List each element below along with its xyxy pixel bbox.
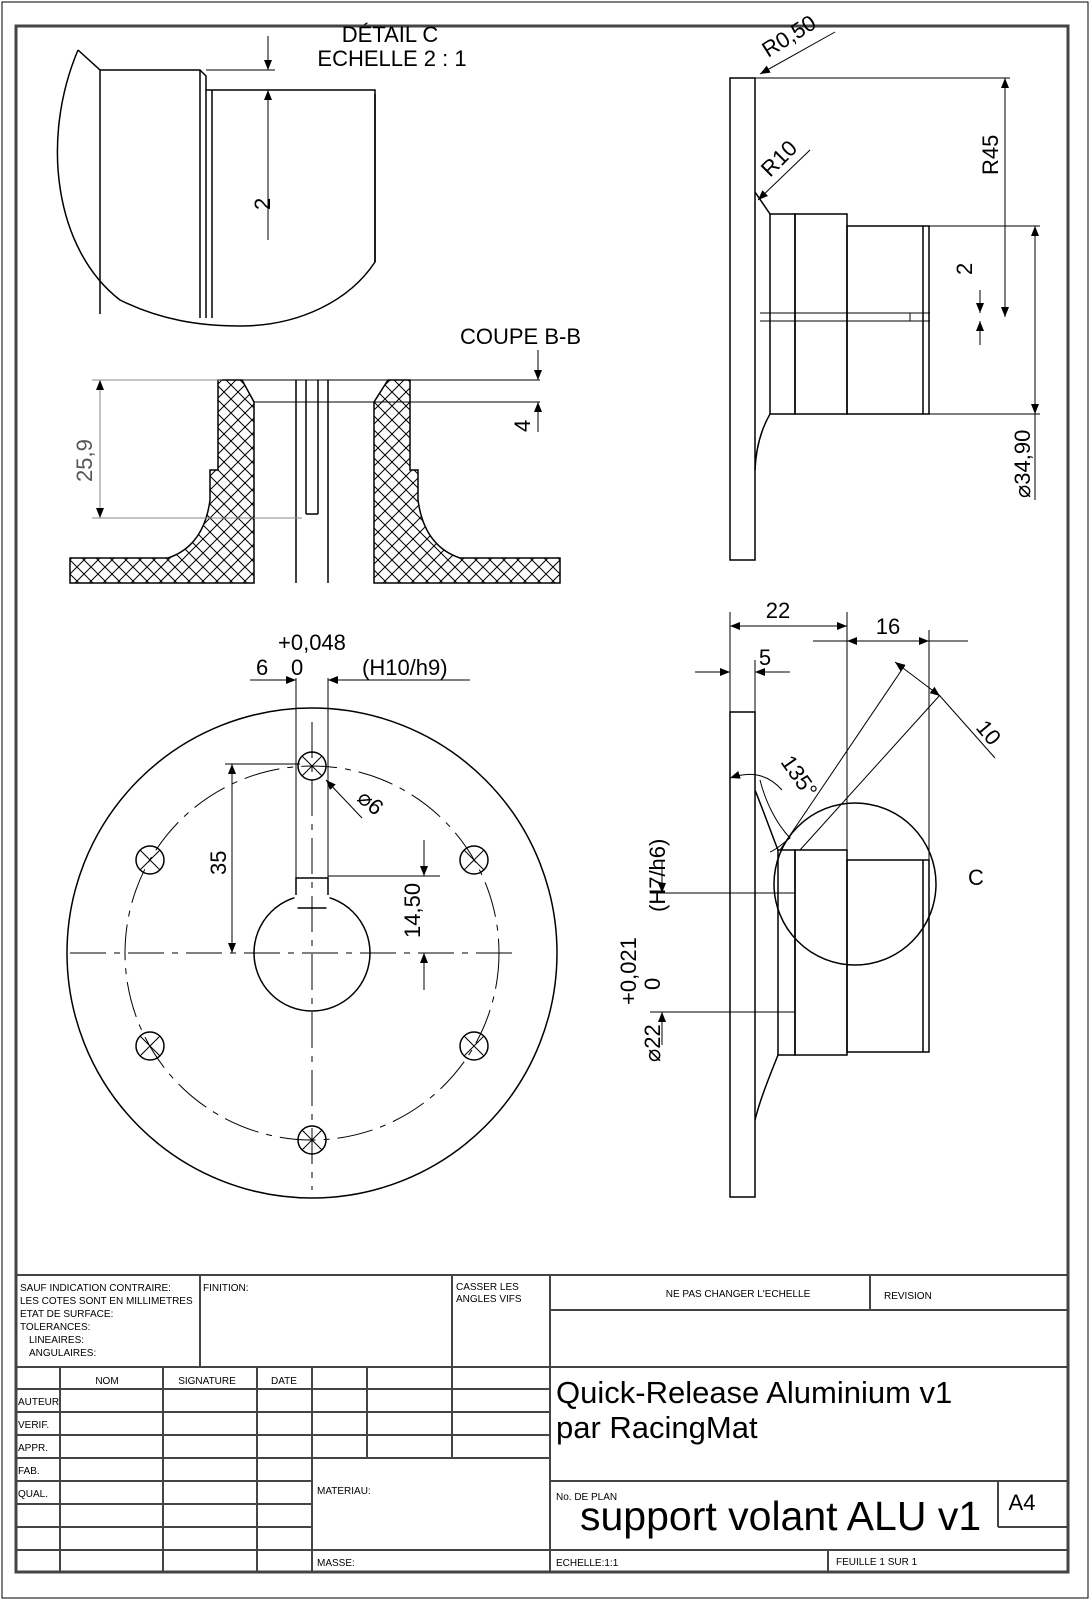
section-b-b-view (69, 350, 561, 584)
hole-upper-right (459, 845, 489, 875)
row-appr: APPR. (18, 1443, 48, 1454)
lower-dim-d22: ⌀22 (640, 1024, 665, 1062)
detail-c-scale: ECHELLE 2 : 1 (317, 46, 466, 71)
front-dim-35: 35 (206, 851, 231, 875)
hole-top (297, 751, 327, 781)
side-dim-2: 2 (952, 263, 977, 275)
no-de-plan-label: No. DE PLAN (556, 1492, 617, 1503)
section-dim-4: 4 (510, 420, 535, 432)
front-view (66, 676, 558, 1199)
lower-dim-tol-lower: 0 (640, 978, 665, 990)
finition-label: FINITION: (203, 1283, 249, 1294)
front-dim-d6: ⌀6 (353, 785, 389, 821)
frame-border (14, 24, 1070, 1574)
front-dim-tol-upper: +0,048 (278, 630, 346, 655)
title-line-1: Quick-Release Aluminium v1 (556, 1375, 952, 1410)
front-dim-6: 6 (256, 655, 268, 680)
front-dim-1450: 14,50 (400, 883, 425, 938)
lower-dim-5: 5 (759, 645, 771, 670)
side-dim-d3490: ⌀34,90 (1010, 430, 1035, 498)
no-scale-label: NE PAS CHANGER L'ECHELLE (666, 1289, 811, 1300)
row-auteur: AUTEUR (18, 1397, 59, 1408)
lower-dim-fit: (H7/h6) (645, 839, 670, 912)
side-dim-r050: R0,50 (757, 10, 820, 62)
materiau-label: MATERIAU: (317, 1486, 371, 1497)
section-dim-25-9: 25,9 (72, 439, 97, 482)
format-label: A4 (1009, 1490, 1036, 1515)
hole-lower-right (459, 1031, 489, 1061)
echelle-label: ECHELLE:1:1 (556, 1558, 619, 1569)
detail-c-circle (773, 802, 937, 966)
note-line-6: ANGULAIRES: (29, 1348, 96, 1359)
row-fab: FAB. (18, 1466, 40, 1477)
side-view (729, 31, 1040, 561)
front-dim-fit: (H10/h9) (362, 655, 448, 680)
front-dim-tol-lower: 0 (291, 655, 303, 680)
casser-line-2: ANGLES VIFS (456, 1294, 522, 1305)
feuille-label: FEUILLE 1 SUR 1 (836, 1557, 918, 1568)
lower-dim-10: 10 (971, 715, 1006, 750)
revision-label: REVISION (884, 1291, 932, 1302)
casser-line-1: CASSER LES (456, 1282, 519, 1293)
lower-dim-tol-upper: +0,021 (616, 937, 641, 1005)
col-date: DATE (271, 1376, 297, 1387)
lower-dim-16: 16 (876, 614, 900, 639)
title-block (16, 1274, 1068, 1572)
hole-lower-left (135, 1031, 165, 1061)
hole-upper-left (135, 845, 165, 875)
lower-dim-135: 135° (776, 751, 823, 803)
drawing-name: support volant ALU v1 (580, 1493, 981, 1539)
note-line-1: SAUF INDICATION CONTRAIRE: (20, 1283, 171, 1294)
col-signature: SIGNATURE (178, 1376, 236, 1387)
detail-c-label: C (968, 865, 984, 890)
detail-dim-2: 2 (250, 198, 275, 210)
side-dim-r45: R45 (978, 135, 1003, 175)
note-line-3: ETAT DE SURFACE: (20, 1309, 113, 1320)
hole-bottom (297, 1125, 327, 1155)
title-line-2: par RacingMat (556, 1410, 758, 1445)
mounting-holes (135, 751, 489, 1155)
note-line-2: LES COTES SONT EN MILLIMETRES (20, 1296, 193, 1307)
section-b-b-title: COUPE B-B (460, 324, 581, 349)
detail-c-title: DÉTAIL C (342, 22, 439, 47)
row-verif: VERIF. (18, 1420, 49, 1431)
note-line-5: LINEAIRES: (29, 1335, 84, 1346)
row-qual: QUAL. (18, 1489, 48, 1500)
side-dim-r10: R10 (756, 135, 802, 181)
col-nom: NOM (95, 1376, 118, 1387)
detail-c-view (56, 36, 376, 327)
masse-label: MASSE: (317, 1558, 355, 1569)
note-line-4: TOLERANCES: (20, 1322, 90, 1333)
lower-dim-22: 22 (766, 598, 790, 623)
lower-side-view (650, 612, 996, 1198)
